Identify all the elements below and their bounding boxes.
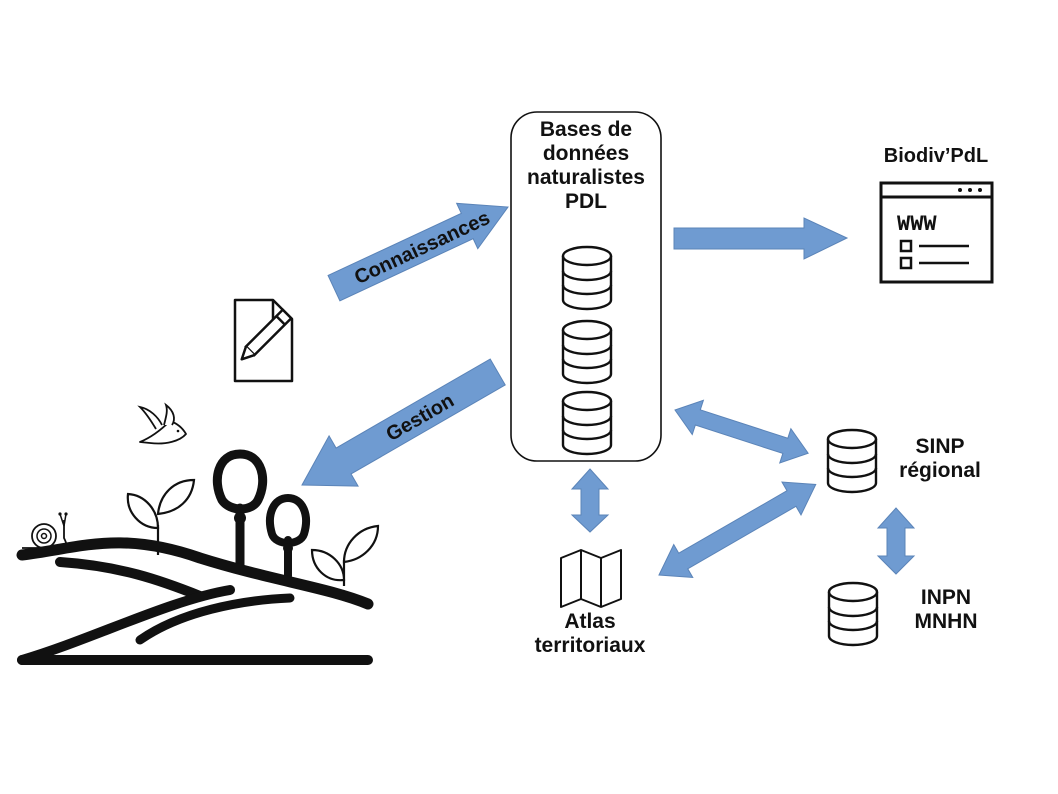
database-icon xyxy=(561,319,613,385)
svg-text:WWW: WWW xyxy=(897,212,937,237)
arrow-gestion: Gestion xyxy=(301,358,506,487)
arrow-central-sinp xyxy=(674,399,809,464)
sinp-label: SINP régional xyxy=(880,435,1000,483)
central-title-line: naturalistes xyxy=(527,166,645,190)
map-icon xyxy=(560,549,622,608)
arrow-connaissances: Connaissances xyxy=(327,202,509,302)
arrow-central-atlas xyxy=(570,468,610,533)
database-icon xyxy=(827,581,879,647)
central-title-line: PDL xyxy=(565,190,607,214)
inpn-line: MNHN xyxy=(914,610,978,634)
snail-icon xyxy=(22,512,68,549)
database-icon xyxy=(561,390,613,456)
browser-icon: WWW xyxy=(879,181,994,284)
inpn-label: INPN MNHN xyxy=(886,586,1006,634)
arrow-sinp-inpn xyxy=(876,507,916,575)
database-icon xyxy=(826,428,878,494)
atlas-line: territoriaux xyxy=(534,634,646,658)
atlas-line: Atlas xyxy=(564,610,616,633)
connaissances-label: Connaissances xyxy=(351,207,493,289)
database-icon xyxy=(561,245,613,311)
inpn-line: INPN xyxy=(920,586,972,609)
central-database-title: Bases de données naturalistes PDL xyxy=(511,118,661,215)
biodiv-label: Biodiv’PdL xyxy=(883,145,989,167)
central-title-line: données xyxy=(542,142,630,166)
atlas-label: Atlas territoriaux xyxy=(510,610,670,658)
document-edit-icon xyxy=(233,298,294,383)
central-title-line: Bases de xyxy=(539,118,633,141)
arrow-to-biodiv xyxy=(673,217,849,260)
landscape-icon xyxy=(16,449,380,665)
sinp-line: SINP xyxy=(915,435,965,458)
bird-icon xyxy=(137,402,187,445)
arrow-atlas-sinp xyxy=(658,481,817,579)
sinp-line: régional xyxy=(899,459,981,483)
